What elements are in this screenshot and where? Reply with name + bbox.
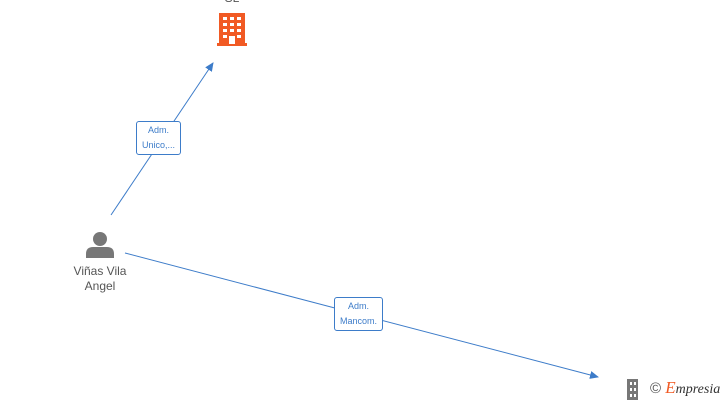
edge-label-line2: Unico,... xyxy=(142,140,176,150)
edge-label-adm-unico[interactable]: Adm. Unico,... xyxy=(136,121,182,155)
edge-label-line1: Adm. xyxy=(348,301,370,311)
person-name-label[interactable]: Viñas Vila Angel xyxy=(55,264,145,294)
building-icon[interactable] xyxy=(627,379,638,400)
person-name-line1: Viñas Vila xyxy=(73,264,127,278)
edge-label-line1: Adm. xyxy=(148,125,170,135)
brand-name: mpresia xyxy=(675,382,721,397)
edge-label-adm-mancom[interactable]: Adm. Mancom. xyxy=(334,297,384,331)
edge-label-line2: Mancom. xyxy=(340,316,378,326)
copyright-symbol: © xyxy=(650,380,662,397)
person-name-line2: Angel xyxy=(84,279,116,293)
person-icon[interactable] xyxy=(86,232,114,258)
empresia-watermark: © Empresia xyxy=(650,378,720,398)
building-icon[interactable] xyxy=(217,13,247,46)
company-name-label: SL xyxy=(212,0,252,6)
brand-initial: E xyxy=(665,378,676,397)
